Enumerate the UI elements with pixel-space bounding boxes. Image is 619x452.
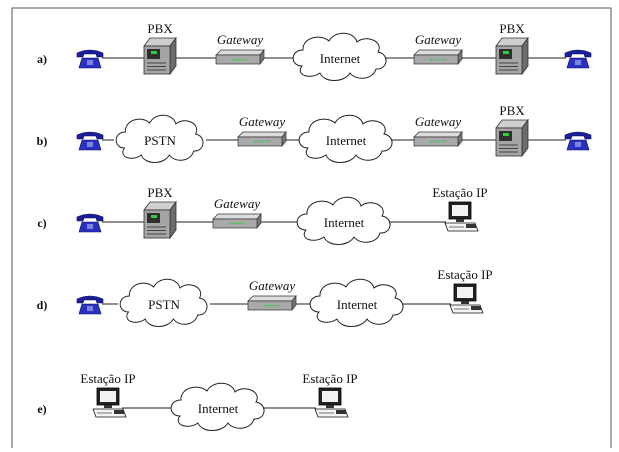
network-cloud: Internet	[292, 32, 387, 81]
pbx-icon: PBX	[143, 185, 177, 240]
ip-station-icon: Estação IP	[437, 267, 493, 314]
gateway-icon: Gateway	[237, 114, 287, 147]
network-cloud: Internet	[309, 278, 404, 327]
telephone-icon	[76, 213, 104, 233]
ip-station-icon: Estação IP	[432, 185, 488, 232]
row-label: a)	[37, 52, 47, 66]
pbx-caption: PBX	[499, 103, 525, 118]
cloud-label: Internet	[324, 215, 365, 230]
telephone-icon	[76, 49, 104, 69]
gateway-caption: Gateway	[415, 114, 461, 129]
pbx-caption: PBX	[147, 21, 173, 36]
pbx-icon: PBX	[495, 103, 529, 158]
pbx-caption: PBX	[499, 21, 525, 36]
station-caption: Estação IP	[437, 267, 492, 282]
gateway-icon: Gateway	[212, 196, 262, 229]
cloud-label: Internet	[198, 401, 239, 416]
network-cloud: Internet	[170, 382, 265, 431]
gateway-caption: Gateway	[217, 32, 263, 47]
cloud-label: Internet	[320, 51, 361, 66]
gateway-caption: Gateway	[249, 278, 295, 293]
cloud-label: Internet	[326, 133, 367, 148]
station-caption: Estação IP	[80, 371, 135, 386]
telephone-icon	[564, 49, 592, 69]
station-caption: Estação IP	[302, 371, 357, 386]
telephone-icon	[76, 295, 104, 315]
gateway-caption: Gateway	[415, 32, 461, 47]
pbx-icon: PBX	[495, 21, 529, 76]
gateway-icon: Gateway	[247, 278, 297, 311]
ip-station-icon: Estação IP	[80, 371, 136, 418]
row-label: b)	[37, 134, 48, 148]
gateway-icon: Gateway	[413, 32, 463, 65]
cloud-label: PSTN	[148, 297, 180, 312]
pbx-icon: PBX	[143, 21, 177, 76]
station-caption: Estação IP	[432, 185, 487, 200]
network-cloud: Internet	[296, 196, 391, 245]
cloud-label: Internet	[337, 297, 378, 312]
gateway-caption: Gateway	[239, 114, 285, 129]
row-label: d)	[37, 298, 48, 312]
ip-station-icon: Estação IP	[302, 371, 358, 418]
cloud-label: PSTN	[144, 133, 176, 148]
gateway-caption: Gateway	[214, 196, 260, 211]
network-cloud: Internet	[298, 114, 393, 163]
row-label: c)	[37, 216, 46, 230]
row-label: e)	[37, 402, 46, 416]
network-cloud: PSTN	[119, 278, 208, 327]
gateway-icon: Gateway	[215, 32, 265, 65]
gateway-icon: Gateway	[413, 114, 463, 147]
telephone-icon	[76, 131, 104, 151]
telephone-icon	[564, 131, 592, 151]
pbx-caption: PBX	[147, 185, 173, 200]
network-cloud: PSTN	[115, 114, 204, 163]
